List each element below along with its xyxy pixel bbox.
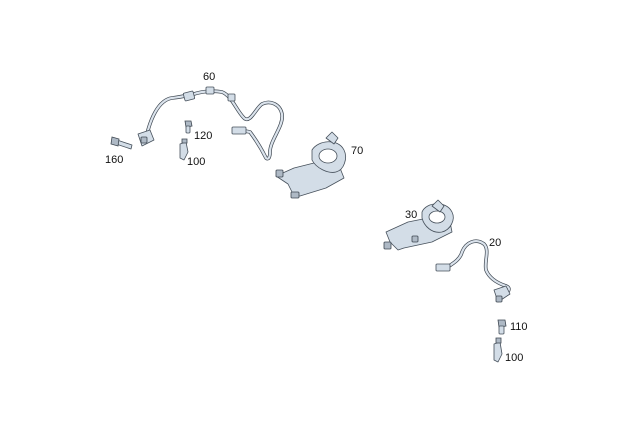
part-100-clip-lower (493, 337, 503, 363)
callout-100-lower: 100 (505, 352, 524, 364)
callout-70: 70 (351, 145, 364, 157)
part-160-bolt (110, 136, 133, 150)
part-20-sensor-cable (435, 239, 511, 303)
callout-160: 160 (105, 154, 124, 166)
part-100-clip-upper (179, 138, 189, 161)
callout-20: 20 (489, 237, 502, 249)
callout-100-upper: 100 (187, 156, 206, 168)
callout-120: 120 (194, 130, 213, 142)
part-120-bolt (184, 120, 193, 134)
part-60-sensor-cable (137, 86, 284, 161)
callout-110: 110 (510, 321, 528, 333)
part-70-bracket (275, 131, 346, 199)
part-30-bracket (383, 199, 454, 251)
callout-60: 60 (203, 71, 216, 83)
callout-30: 30 (405, 209, 418, 221)
part-110-bolt (497, 319, 507, 335)
